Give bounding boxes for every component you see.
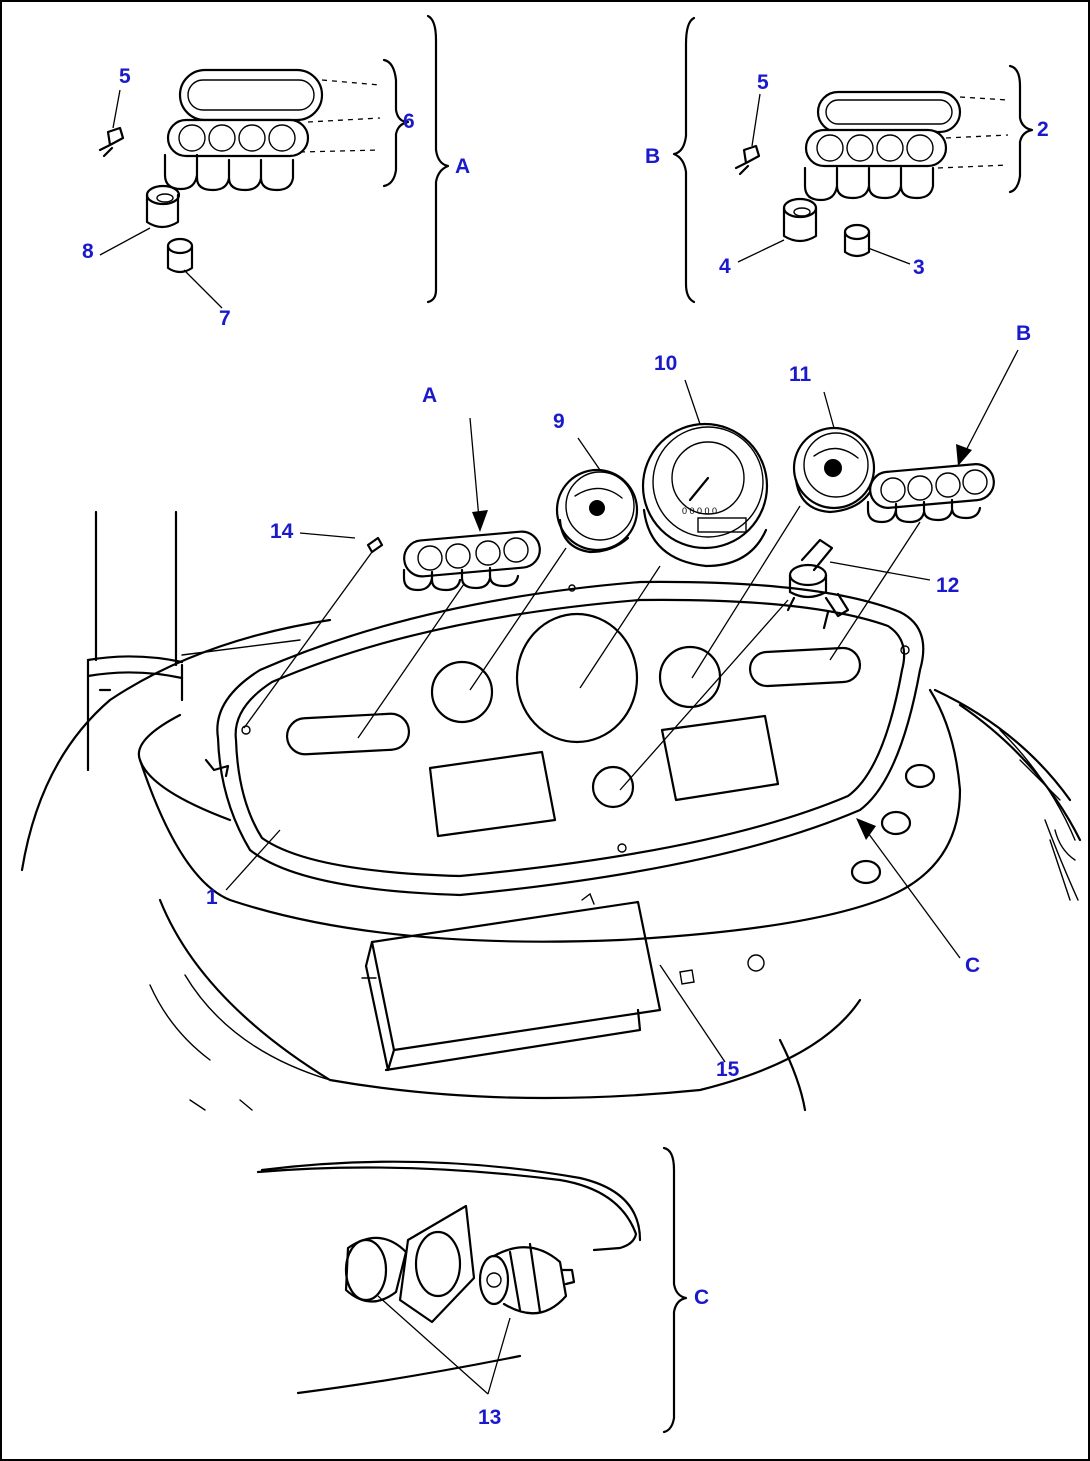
label-9: 9: [553, 410, 565, 433]
detail-b-socket-4: [782, 197, 818, 243]
label-2: 2: [1037, 118, 1049, 141]
label-8: 8: [82, 240, 94, 263]
dashboard-hood: [20, 618, 1082, 1112]
box-15: [361, 892, 765, 1072]
detail-a-socket-7: [166, 237, 194, 274]
svg-text:0 0 0 0 0: 0 0 0 0 0: [682, 506, 717, 516]
gauge-11: [792, 426, 876, 514]
label-c-arrow: C: [965, 954, 980, 977]
label-15: 15: [716, 1058, 740, 1081]
label-7: 7: [219, 307, 231, 330]
key-switch-12: [786, 538, 850, 630]
steering-column: [86, 510, 184, 772]
label-6: 6: [403, 110, 415, 133]
indicator-block-b: [866, 463, 995, 524]
detail-a-socket-8: [145, 184, 181, 229]
detail-a-indicator-block: [163, 14, 450, 304]
label-c-group: C: [694, 1286, 709, 1309]
label-11: 11: [789, 363, 812, 386]
detail-a-bulb-5: [98, 126, 125, 158]
label-a-arrow: A: [422, 384, 437, 407]
detail-b-socket-3: [843, 223, 871, 258]
detail-b-bulb-5: [734, 144, 761, 176]
gauge-9: [555, 468, 639, 554]
label-b-group: B: [645, 145, 660, 168]
detail-b-indicator-block: [672, 16, 1034, 304]
label-10: 10: [654, 352, 677, 375]
label-b-arrow: B: [1016, 322, 1031, 345]
label-5-a: 5: [119, 65, 131, 88]
callout-labels: 5 6 A 8 7 5 2 B 4 3 B 10 11 A 9 14 12 1 …: [82, 65, 1049, 1429]
indicator-block-a: [402, 530, 541, 592]
label-4: 4: [719, 255, 731, 278]
label-5-b: 5: [757, 71, 769, 94]
label-12: 12: [936, 574, 959, 597]
label-14: 14: [270, 520, 294, 543]
detail-c-connector-13: [256, 1146, 688, 1434]
connector-holes-c: [850, 763, 936, 885]
label-13: 13: [478, 1406, 501, 1429]
bracket: [204, 758, 230, 778]
screw-14: [366, 536, 384, 554]
label-3: 3: [913, 256, 925, 279]
label-a-group: A: [455, 155, 470, 178]
gauge-10: 0 0 0 0 0: [641, 422, 769, 568]
label-1: 1: [206, 886, 218, 909]
instrument-panel-1: [216, 580, 925, 897]
